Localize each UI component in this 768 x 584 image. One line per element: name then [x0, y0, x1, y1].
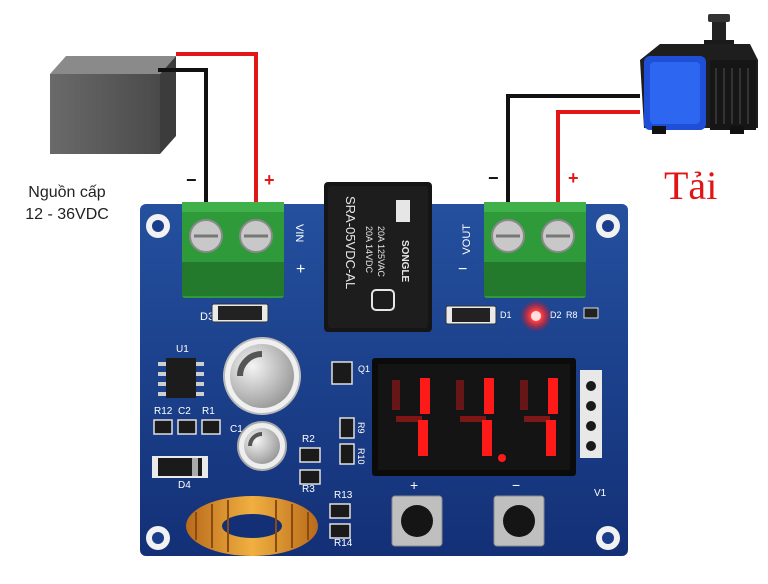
load-plus-label: +	[568, 168, 579, 188]
r1-label: R1	[202, 406, 215, 417]
ic-u1	[158, 358, 204, 398]
relay-logo-icon	[396, 200, 410, 222]
board-plus-left: +	[296, 261, 305, 278]
source-label-line2: 12 - 36VDC	[25, 206, 109, 223]
d1-label: D1	[500, 310, 512, 320]
digit-1-seg-b	[420, 378, 430, 414]
button-plus-label: +	[410, 477, 418, 493]
resistor-r3	[299, 469, 321, 485]
pin-header	[580, 370, 602, 458]
digit-3-seg-f	[520, 380, 528, 410]
digit-2-seg-f	[456, 380, 464, 410]
digit-2-seg-c	[482, 420, 492, 456]
r3-label: R3	[302, 484, 315, 495]
relay-rating-1: 20A 14VDC	[364, 226, 374, 274]
d3-label: D3	[200, 311, 214, 323]
board-minus-right: −	[458, 261, 467, 278]
status-led	[531, 311, 541, 321]
vin-label: VIN	[293, 224, 305, 242]
c1-label: C1	[230, 424, 243, 435]
load-black-wire	[506, 94, 640, 232]
water-pump-icon	[640, 14, 758, 134]
v1-label: V1	[594, 488, 607, 499]
resistor-r2	[299, 447, 321, 463]
relay-model-text: SRA-05VDC-AL	[343, 196, 358, 289]
r14-label: R14	[334, 538, 353, 549]
digit-1-seg-f	[392, 380, 400, 410]
c2-label: C2	[178, 406, 191, 417]
resistor-r1	[201, 419, 221, 435]
r10-label: R10	[356, 448, 366, 465]
minus-button[interactable]	[493, 495, 545, 547]
resistor-r8	[583, 307, 599, 319]
capacitor-c2	[177, 419, 197, 435]
resistor-r14	[329, 523, 351, 539]
r9-label: R9	[356, 422, 366, 434]
resistor-r12	[153, 419, 173, 435]
toroid-inductor	[186, 496, 318, 556]
seven-segment-display	[372, 358, 576, 476]
resistor-r9	[339, 417, 355, 439]
ul-mark-icon	[371, 289, 395, 311]
source-plus-label: +	[264, 170, 275, 190]
resistor-r10	[339, 443, 355, 465]
resistor-r13	[329, 503, 351, 519]
d2-label: D2	[550, 310, 562, 320]
r13-label: R13	[334, 490, 353, 501]
decimal-point	[498, 454, 506, 462]
relay-brand-text: SONGLE	[399, 240, 410, 283]
digit-3-seg-b	[548, 378, 558, 414]
relay-rating-2: 20A 125VAC	[376, 226, 386, 277]
input-terminal-block	[182, 202, 284, 298]
source-label: Nguồn cấp 12 - 36VDC	[8, 182, 126, 226]
capacitor-c1	[237, 421, 287, 471]
q1-label: Q1	[358, 364, 370, 374]
diode-d4	[152, 456, 208, 478]
plus-button[interactable]	[391, 495, 443, 547]
relay: SRA-05VDC-AL 20A 14VDC 20A 125VAC SONGLE	[324, 182, 432, 332]
load-minus-label: −	[488, 168, 499, 188]
button-minus-label: −	[512, 477, 520, 493]
transistor-q1	[331, 361, 353, 385]
source-label-line1: Nguồn cấp	[28, 184, 106, 201]
load-label: Tải	[664, 163, 718, 208]
vout-label: VOUT	[461, 224, 473, 255]
power-source-battery	[50, 56, 176, 154]
source-black-wire	[158, 68, 208, 232]
digit-2-seg-b	[484, 378, 494, 414]
d4-label: D4	[178, 480, 191, 491]
output-terminal-block	[484, 202, 586, 298]
source-red-wire	[176, 52, 258, 232]
capacitor-large	[223, 337, 301, 415]
digit-3-seg-c	[546, 420, 556, 456]
r12-label: R12	[154, 406, 173, 417]
source-minus-label: −	[186, 170, 197, 190]
load-red-wire	[556, 110, 640, 232]
u1-label: U1	[176, 344, 189, 355]
r8-label: R8	[566, 310, 578, 320]
r2-label: R2	[302, 434, 315, 445]
digit-1-seg-c	[418, 420, 428, 456]
